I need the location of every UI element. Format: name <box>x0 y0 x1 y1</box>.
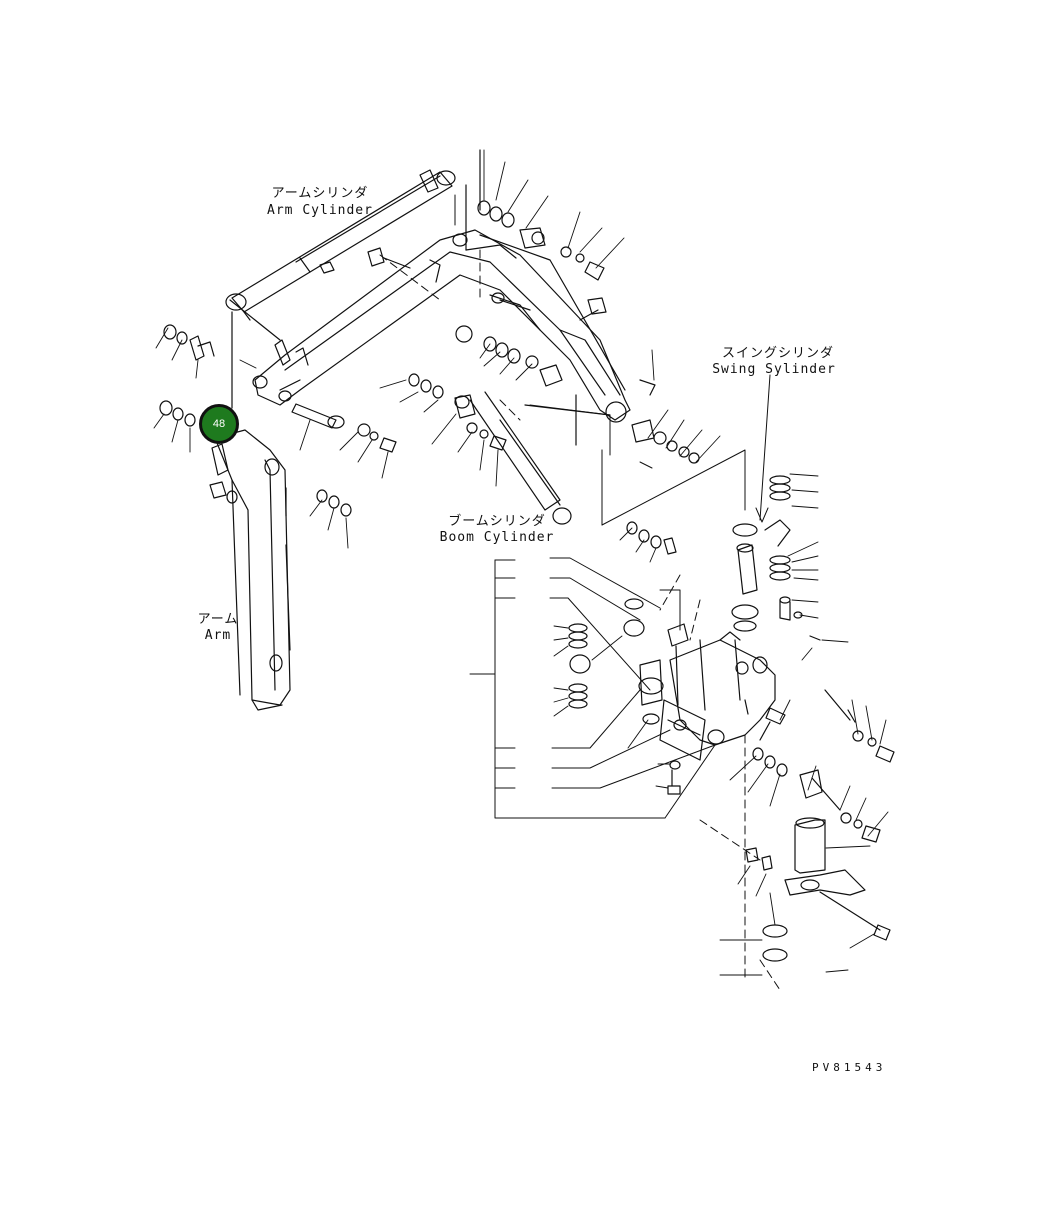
boom-cylinder-label-en: Boom Cylinder <box>439 530 555 545</box>
boom-cylinder-label-jp: ブームシリンダ <box>448 514 546 529</box>
swing-cylinder-label-jp: スイングシリンダ <box>721 346 834 361</box>
arm-cylinder-label-jp: アームシリンダ <box>271 186 369 201</box>
center-lines <box>380 250 780 990</box>
arm-label-en: Arm <box>204 628 232 643</box>
arm-drawing <box>210 430 290 710</box>
swing-bracket-drawing <box>639 624 775 794</box>
part-callout-48[interactable]: 48 <box>199 404 239 444</box>
arm-label-jp: アーム <box>197 612 239 627</box>
hardware-parts <box>160 201 894 870</box>
leader-lines <box>154 150 888 975</box>
boom-cylinder-drawing <box>470 392 571 524</box>
arm-cylinder-label-en: Arm Cylinder <box>267 203 373 218</box>
callout-number: 48 <box>212 418 226 430</box>
drawing-code: PV81543 <box>812 1061 887 1074</box>
swing-cylinder-label-en: Swing Sylinder <box>712 362 836 377</box>
swing-cylinder-drawing <box>732 520 890 961</box>
boom-drawing <box>230 150 630 445</box>
group-brackets <box>455 195 770 818</box>
